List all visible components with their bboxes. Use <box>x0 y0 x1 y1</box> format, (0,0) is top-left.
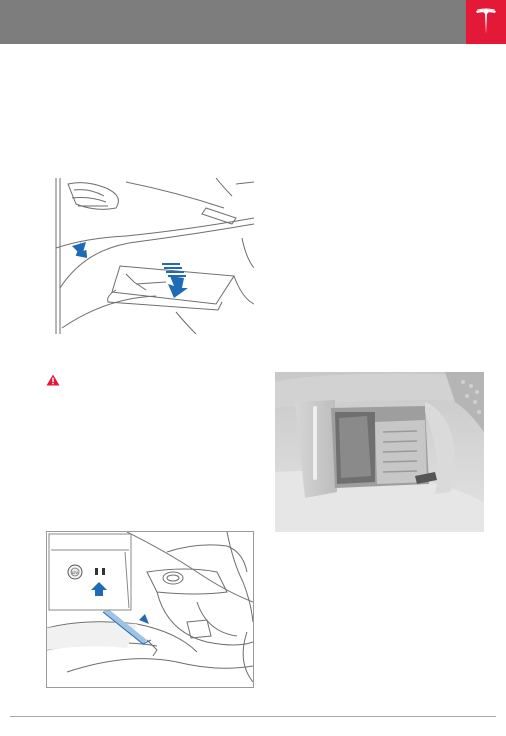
warning-triangle-icon <box>46 374 60 386</box>
footer-rule <box>10 716 496 717</box>
tesla-t-icon <box>474 8 498 36</box>
header-bar <box>0 0 506 44</box>
center-console-photo <box>275 372 484 532</box>
usb-ports-illustration: 12V <box>46 531 254 688</box>
port-12v-label: 12V <box>71 570 78 575</box>
port-location-arrow-icon <box>139 614 149 624</box>
glovebox-illustration <box>46 178 254 334</box>
brand-logo <box>466 0 506 44</box>
